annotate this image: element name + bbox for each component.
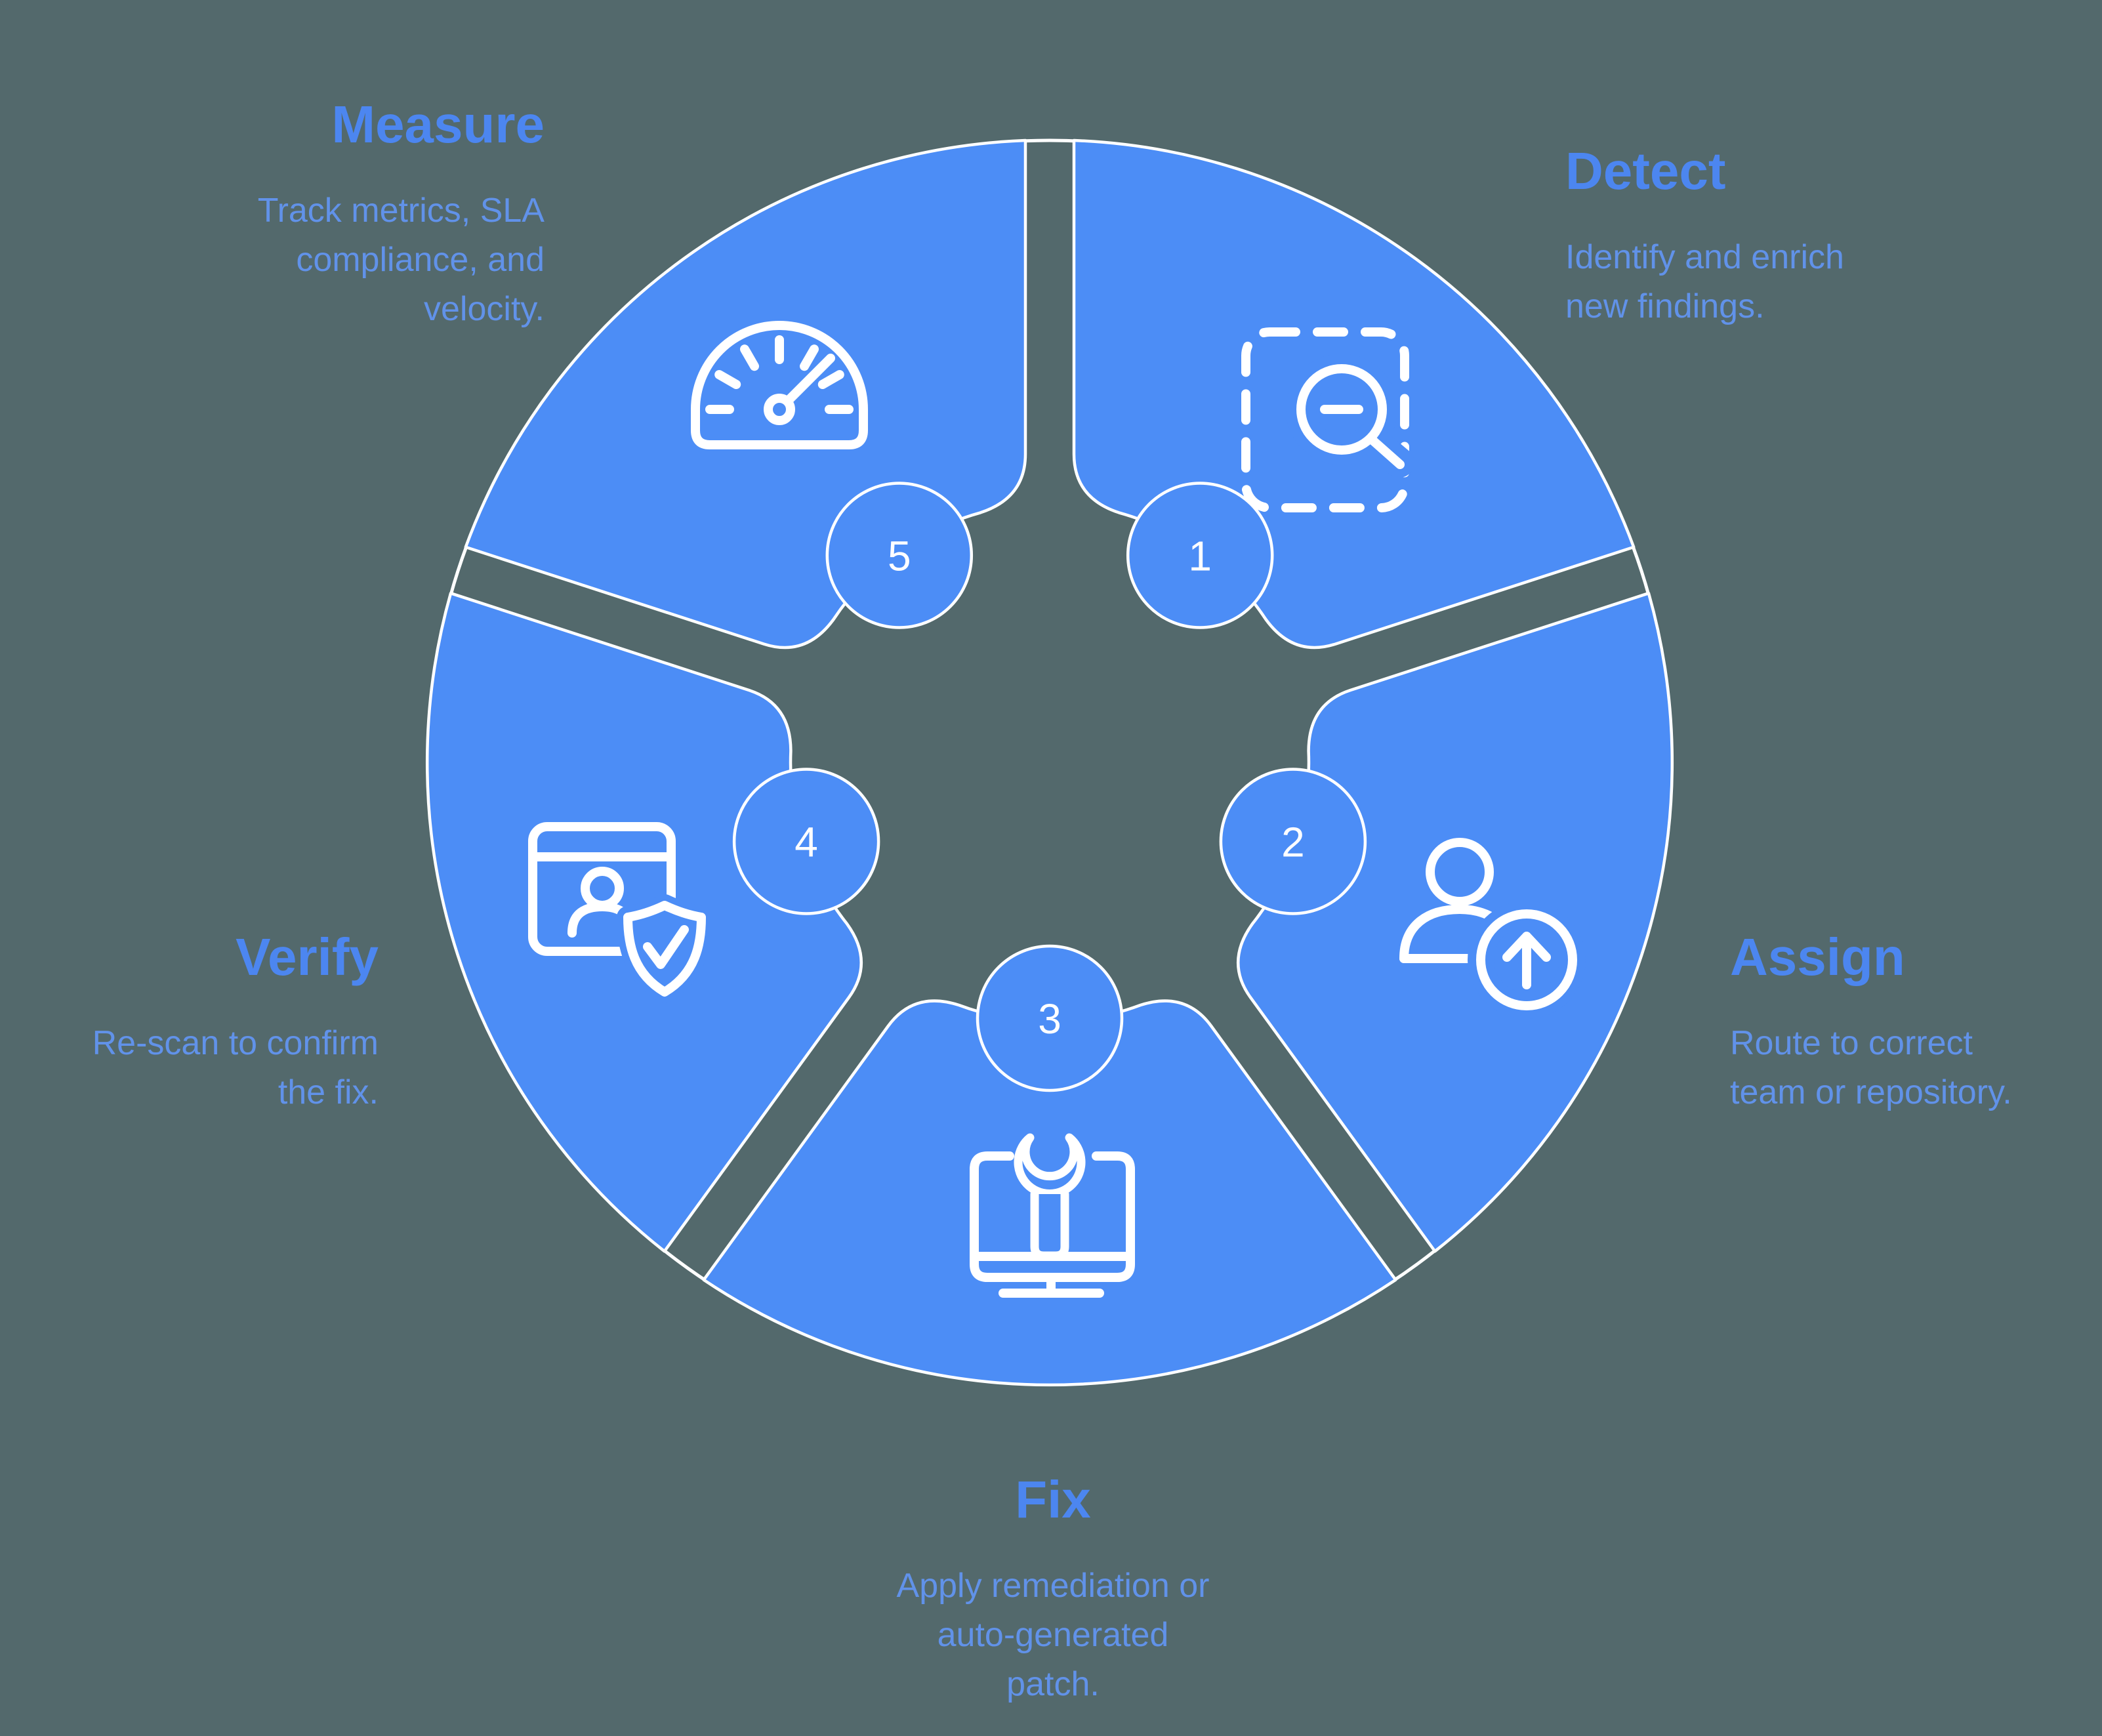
step-desc-verify: Re-scan to confirm the fix. — [92, 1024, 379, 1111]
browser-shield-check-icon — [528, 822, 712, 1003]
step-title-fix: Fix — [1015, 1470, 1091, 1529]
step-label-fix: Fix Apply remediation or auto-generated … — [791, 1468, 1315, 1709]
step-title-measure: Measure — [331, 95, 545, 154]
step-circle-4 — [732, 768, 880, 915]
step-desc-assign: Route to correct team or repository. — [1730, 1024, 2012, 1111]
step-number-2: 2 — [1281, 819, 1305, 866]
step-title-detect: Detect — [1565, 142, 1726, 200]
step-number-1: 1 — [1188, 533, 1212, 580]
step-number-5: 5 — [888, 533, 911, 580]
laptop-wrench-icon — [970, 1133, 1135, 1298]
step-desc-detect: Identify and enrich new findings. — [1565, 238, 1844, 325]
step-desc-measure: Track metrics, SLA compliance, and veloc… — [257, 192, 545, 328]
step-desc-fix: Apply remediation or auto-generated patc… — [896, 1567, 1210, 1703]
step-label-assign: Assign Route to correct team or reposito… — [1730, 926, 2097, 1117]
speedometer-icon — [691, 321, 868, 449]
step-label-measure: Measure Track metrics, SLA compliance, a… — [46, 93, 545, 334]
scan-magnifier-icon — [1241, 327, 1414, 512]
step-circle-3 — [976, 944, 1124, 1092]
step-number-3: 3 — [1038, 995, 1061, 1043]
step-circle-5 — [825, 482, 974, 629]
step-title-assign: Assign — [1730, 928, 1905, 986]
step-number-4: 4 — [794, 819, 818, 866]
segment-assign — [1236, 591, 1674, 1253]
step-label-detect: Detect Identify and enrich new findings. — [1565, 140, 2090, 331]
step-label-verify: Verify Re-scan to confirm the fix. — [11, 926, 379, 1117]
user-upload-icon — [1399, 838, 1586, 1019]
step-circle-2 — [1219, 768, 1367, 915]
step-title-verify: Verify — [236, 928, 379, 986]
step-circle-1 — [1126, 482, 1274, 629]
